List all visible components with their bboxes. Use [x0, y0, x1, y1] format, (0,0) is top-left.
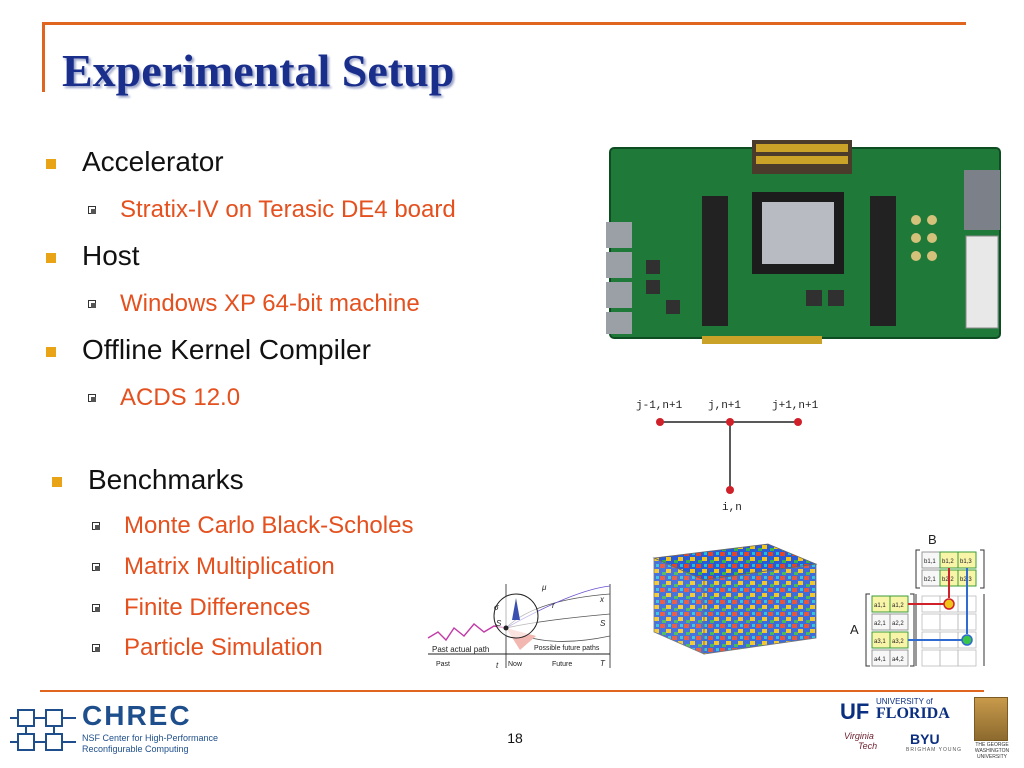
chrec-wordmark: CHREC — [82, 700, 192, 731]
hollow-box-bullet-icon — [92, 604, 100, 612]
stencil-node — [726, 418, 734, 426]
matrix-a-cell: a2,2 — [892, 621, 904, 627]
s0-label: S — [496, 619, 502, 628]
hollow-box-bullet-icon — [88, 206, 96, 214]
bullet-compiler: Offline Kernel Compiler — [46, 334, 371, 366]
gw-line: UNIVERSITY — [976, 754, 1007, 760]
hollow-box-bullet-icon — [88, 300, 96, 308]
monte-carlo-diagram: Past actual path Possible future paths P… — [427, 583, 611, 670]
st-label: S — [600, 619, 606, 628]
hollow-box-bullet-icon — [88, 394, 96, 402]
chrec-subtitle-line: Reconfigurable Computing — [82, 744, 189, 754]
bullet-square-icon — [52, 477, 62, 487]
matrix-a-cell: a4,2 — [892, 657, 904, 663]
t0-label: t — [496, 661, 499, 670]
chrec-chip-icon — [10, 709, 76, 751]
gw-line: WASHINGTON — [974, 748, 1010, 754]
sub-bullet-host: Windows XP 64-bit machine — [88, 290, 420, 318]
hollow-box-bullet-icon — [92, 522, 100, 530]
matrix-a-cell: a3,2 — [892, 639, 904, 645]
sub-bullet-label: ACDS 12.0 — [120, 384, 241, 411]
bullet-accelerator: Accelerator — [46, 146, 224, 178]
matrix-b-cell: b1,1 — [924, 559, 936, 565]
bullet-label: Accelerator — [82, 146, 224, 177]
matrix-a-label: A — [850, 622, 859, 637]
benchmark-label: Finite Differences — [124, 594, 311, 621]
uf-mark: UF — [840, 699, 870, 724]
future-label: Future — [552, 661, 572, 668]
matrix-b-label: B — [928, 532, 937, 547]
chrec-subtitle: NSF Center for High-Performance Reconfig… — [82, 733, 218, 755]
matrix-a-cell: a1,1 — [874, 603, 886, 609]
bullet-label: Offline Kernel Compiler — [82, 334, 371, 365]
sub-bullet-label: Stratix-IV on Terasic DE4 board — [120, 196, 456, 223]
byu-subtitle: BRIGHAM YOUNG — [906, 747, 962, 753]
stencil-label-left: j-1,n+1 — [636, 400, 683, 412]
uf-university-text: UNIVERSITY of — [876, 697, 933, 706]
bullet-label: Benchmarks — [88, 464, 244, 495]
gw-portrait-icon — [974, 697, 1008, 741]
footer-divider — [40, 690, 984, 692]
sub-bullet-accelerator: Stratix-IV on Terasic DE4 board — [88, 196, 456, 224]
university-logos: UF UNIVERSITY of FLORIDA Virginia Tech B… — [840, 697, 970, 767]
bullet-square-icon — [46, 159, 56, 169]
bullet-label: Host — [82, 240, 140, 271]
title-frame-vertical — [42, 22, 45, 92]
benchmark-label: Particle Simulation — [124, 634, 323, 661]
benchmark-item: Matrix Multiplication — [92, 553, 335, 581]
benchmark-item: Finite Differences — [92, 594, 311, 622]
hollow-box-bullet-icon — [92, 563, 100, 571]
t-end-label: T — [600, 659, 606, 668]
matrix-a-cell: a3,1 — [874, 639, 886, 645]
sub-bullet-compiler: ACDS 12.0 — [88, 384, 241, 412]
future-paths-label: Possible future paths — [534, 645, 600, 652]
past-label: Past — [436, 661, 450, 668]
matrix-b-cell: b1,3 — [960, 559, 972, 565]
hollow-box-bullet-icon — [92, 644, 100, 652]
stencil-node — [726, 486, 734, 494]
matrix-b-cell: b2,1 — [924, 577, 936, 583]
bullet-square-icon — [46, 253, 56, 263]
gw-logo-text: THE GEORGE WASHINGTON UNIVERSITY — [972, 742, 1012, 760]
stencil-label-right: j+1,n+1 — [772, 400, 819, 412]
vt-line: Tech — [858, 741, 878, 751]
particle-simulation-image — [652, 543, 818, 655]
benchmark-label: Matrix Multiplication — [124, 553, 335, 580]
gw-line: THE GEORGE — [975, 742, 1009, 748]
stencil-label-bottom: i,n — [722, 502, 742, 514]
chrec-logo: CHREC NSF Center for High-Performance Re… — [10, 700, 230, 760]
title-frame-horizontal — [42, 22, 966, 25]
slide-title: Experimental Setup — [62, 45, 455, 96]
byu-logo: BYU — [910, 731, 940, 747]
page-number: 18 — [507, 730, 523, 746]
sigma-label: σ — [494, 603, 500, 612]
matrix-b-cell: b1,2 — [942, 559, 954, 565]
virginia-tech-logo: Virginia Tech — [844, 731, 877, 751]
mu-label: μ — [541, 583, 547, 592]
now-label: Now — [508, 661, 523, 668]
r-label: r — [552, 601, 555, 610]
past-path-label: Past actual path — [432, 645, 489, 654]
bullet-host: Host — [46, 240, 140, 272]
xt-label: x — [599, 595, 605, 604]
uf-florida-text: FLORIDA — [876, 705, 950, 722]
sub-bullet-label: Windows XP 64-bit machine — [120, 290, 420, 317]
matrix-a-cell: a2,1 — [874, 621, 886, 627]
stencil-node — [794, 418, 802, 426]
bullet-benchmarks: Benchmarks — [52, 464, 244, 496]
benchmark-item: Particle Simulation — [92, 634, 323, 662]
stencil-diagram: j-1,n+1 j,n+1 j+1,n+1 i,n — [636, 400, 819, 514]
stencil-node — [656, 418, 664, 426]
benchmark-label: Monte Carlo Black-Scholes — [124, 512, 414, 539]
matrix-a-cell: a1,2 — [892, 603, 904, 609]
matrix-a-cell: a4,1 — [874, 657, 886, 663]
fpga-board-image — [606, 140, 1001, 344]
matrix-multiplication-diagram: B A b1,1 b1,2 b1,3 b2,1 b2,2 b2,3 a1,1 a… — [850, 532, 985, 667]
chrec-subtitle-line: NSF Center for High-Performance — [82, 733, 219, 743]
stencil-label-center: j,n+1 — [708, 400, 741, 412]
bullet-square-icon — [46, 347, 56, 357]
vt-line: Virginia — [844, 731, 874, 741]
benchmark-item: Monte Carlo Black-Scholes — [92, 512, 414, 540]
